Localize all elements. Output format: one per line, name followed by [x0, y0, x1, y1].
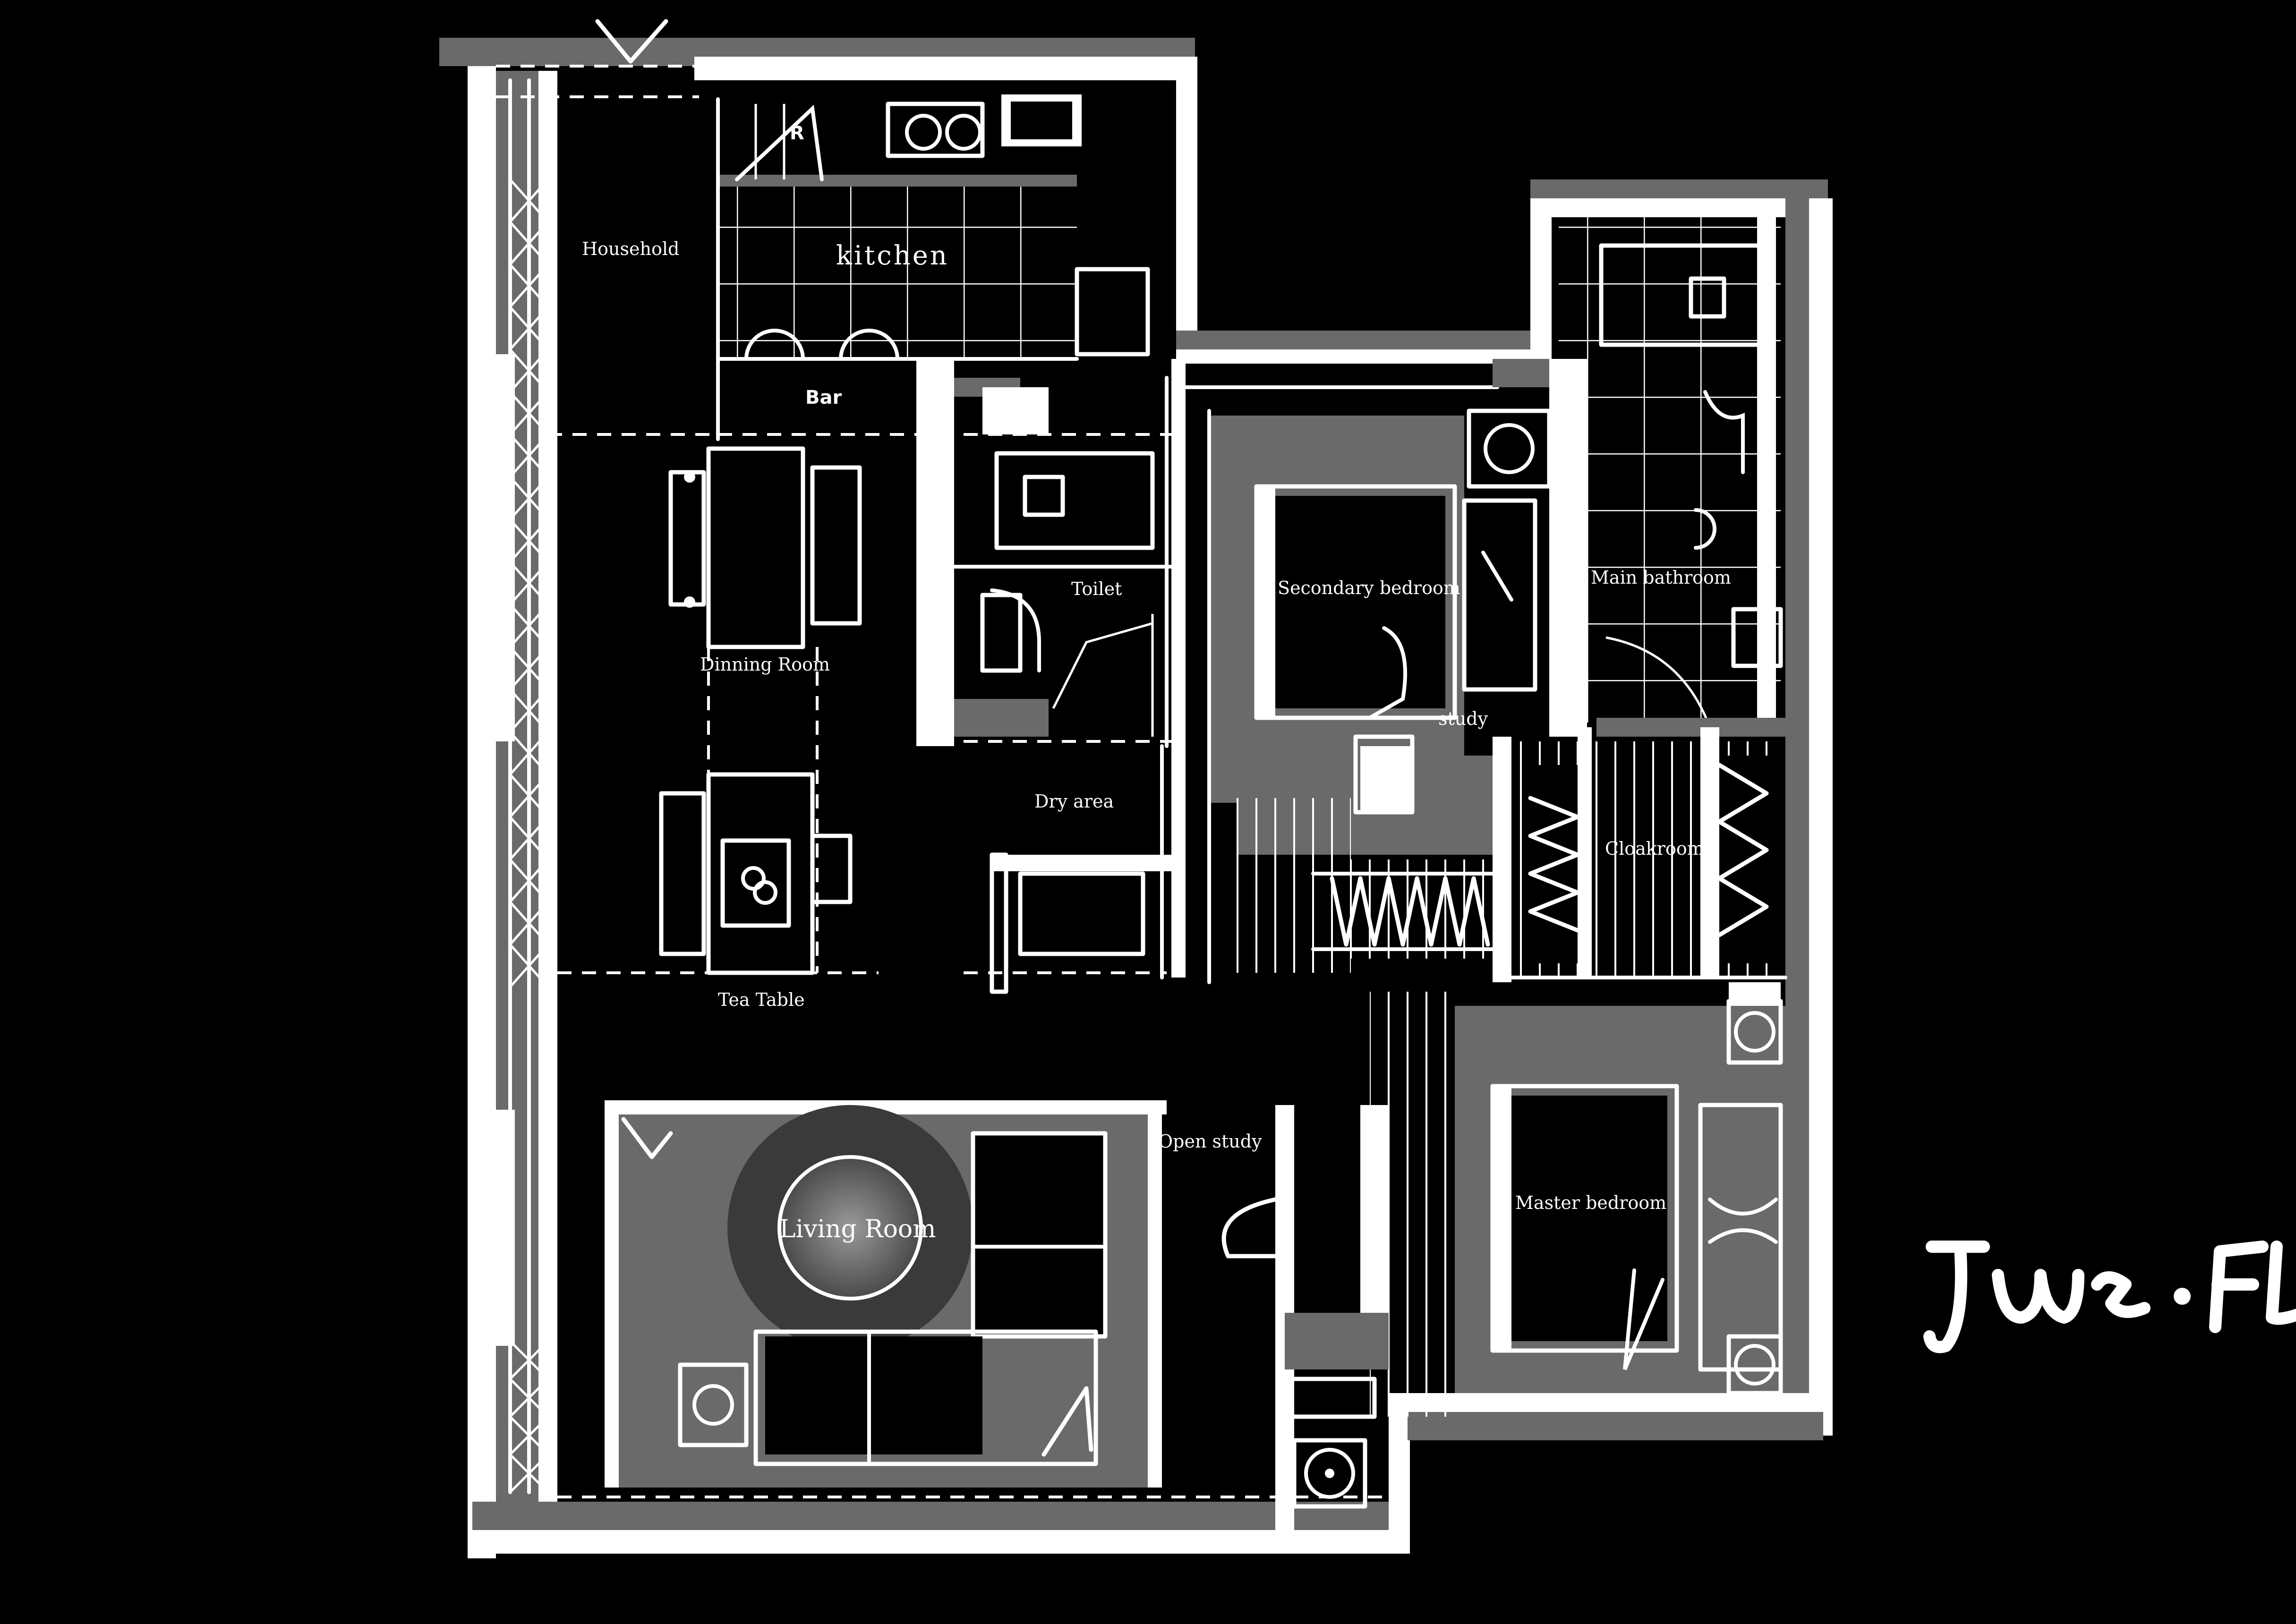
label-study: study — [1438, 708, 1488, 729]
left-window — [472, 78, 550, 1494]
living-room — [557, 1100, 1398, 1498]
partition-wall — [916, 359, 1049, 746]
label-kitchen: kitchen — [836, 240, 949, 271]
label-cloakroom: Cloakroom — [1605, 838, 1704, 859]
label-main-bathroom: Main bathroom — [1591, 567, 1731, 588]
label-tea-table: Tea Table — [718, 989, 805, 1010]
tea-table-furniture — [557, 772, 1167, 975]
study-wardrobe — [1311, 737, 1511, 982]
label-open-study: Open study — [1158, 1131, 1262, 1152]
label-stair-direction: R — [790, 122, 804, 144]
signature — [1923, 1241, 2296, 1353]
label-dining-room: Dinning Room — [700, 654, 830, 675]
label-living-room: Living Room — [779, 1215, 936, 1243]
master-bedroom — [1455, 999, 1785, 1395]
cloakroom — [1500, 727, 1787, 1077]
main-bathroom — [1493, 208, 1785, 737]
dining-furniture — [548, 433, 1171, 973]
label-secondary-bedroom: Secondary bedroom — [1278, 578, 1460, 598]
open-study — [1221, 992, 1455, 1530]
label-dry-area: Dry area — [1034, 791, 1114, 812]
label-toilet: Toilet — [1071, 578, 1122, 599]
exterior-walls — [439, 38, 1833, 1558]
room-labels: Household kitchen R Bar Dinning Room Toi… — [582, 122, 1731, 1243]
toilet-room — [952, 376, 1173, 748]
label-master-bedroom: Master bedroom — [1515, 1192, 1666, 1213]
label-household: Household — [582, 238, 679, 259]
entrance-arrow — [496, 19, 699, 98]
secondary-bedroom — [1184, 385, 1552, 984]
dry-area-washer — [964, 359, 1186, 994]
kitchen-area — [716, 94, 1150, 441]
label-bar: Bar — [805, 387, 842, 408]
